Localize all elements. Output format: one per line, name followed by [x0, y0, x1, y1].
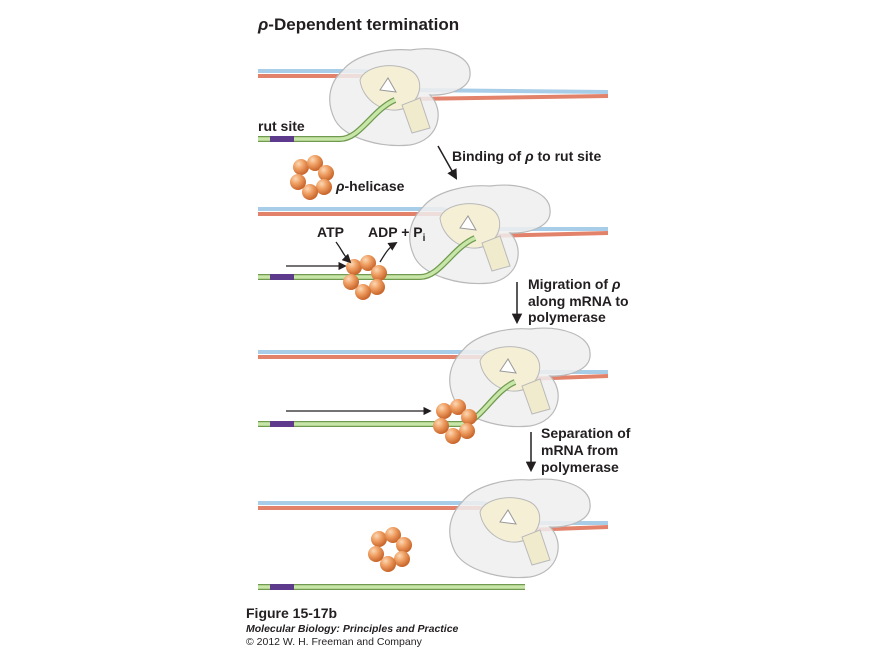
rut-site-label: rut site — [258, 118, 305, 134]
adp-arrow — [379, 242, 398, 263]
panel-rho-at-polymerase — [258, 327, 609, 444]
rut-site-marker — [270, 274, 294, 280]
rho-helicase-free — [368, 527, 412, 572]
rho-helicase-bound — [343, 255, 387, 300]
panel-released — [258, 478, 609, 590]
book-title: Molecular Biology: Principles and Practi… — [246, 623, 459, 635]
rho-termination-diagram: ρ-Dependent termination rut site — [257, 15, 631, 590]
figure-number: Figure 15-17b — [246, 605, 338, 621]
panel-rho-bound: ATP ADP + Pi — [258, 184, 609, 300]
figure-caption: Figure 15-17b Molecular Biology: Princip… — [246, 605, 646, 649]
step-label-binding: Binding of ρ to rut site — [452, 148, 601, 164]
step-arrow-binding — [437, 145, 458, 180]
diagram-title: ρ-Dependent termination — [257, 15, 459, 34]
mrna-strand — [258, 235, 477, 280]
step-label-migration-3: polymerase — [528, 309, 606, 325]
atp-label: ATP — [317, 224, 344, 240]
step-label-separation-2: mRNA from — [541, 442, 618, 458]
atp-arrow — [335, 241, 352, 264]
mrna-strand-released — [258, 584, 525, 590]
step-label-separation-1: Separation of — [541, 425, 631, 441]
mrna-strand — [258, 97, 397, 142]
rut-site-marker — [270, 421, 294, 427]
mrna-strand — [258, 379, 517, 427]
step-label-separation-3: polymerase — [541, 459, 619, 475]
rut-site-marker — [270, 136, 294, 142]
adp-label: ADP + Pi — [368, 224, 426, 244]
rho-helicase-bound — [433, 399, 477, 444]
rho-helicase-label: ρ-helicase — [335, 178, 405, 194]
rna-polymerase — [449, 327, 591, 428]
step-label-migration-1: Migration of ρ — [528, 276, 621, 292]
copyright-notice: © 2012 W. H. Freeman and Company — [246, 636, 422, 648]
rna-polymerase — [449, 478, 591, 579]
step-label-migration-2: along mRNA to — [528, 293, 629, 309]
rho-helicase-free — [290, 155, 334, 200]
rut-site-marker — [270, 584, 294, 590]
panel-initial: rut site — [258, 48, 609, 147]
